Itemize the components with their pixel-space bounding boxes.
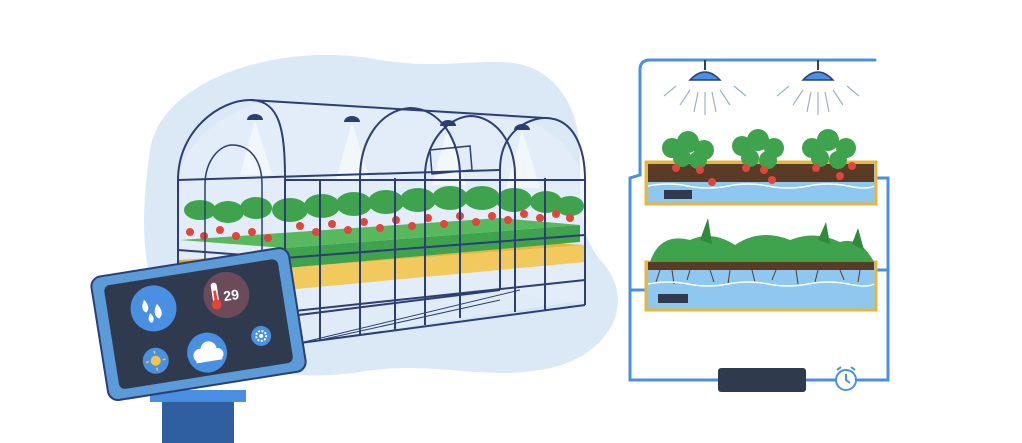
- sun-icon: [145, 350, 166, 371]
- rack-lamps: [663, 60, 860, 115]
- gear-icon: [255, 329, 268, 342]
- water-pipes: [628, 58, 890, 382]
- hydroponic-rack: [628, 58, 890, 392]
- water-drops-icon: [142, 299, 162, 323]
- strawberries: [186, 210, 574, 242]
- alarm-clock-icon: [835, 366, 857, 391]
- water-pump: [718, 368, 806, 392]
- weather-button[interactable]: [184, 330, 230, 376]
- plant-bed: [180, 218, 580, 248]
- strawberry-plants: [662, 129, 856, 186]
- temperature-button[interactable]: 29: [200, 269, 253, 322]
- thermometer-icon: [210, 282, 222, 310]
- sunlight-button[interactable]: [141, 346, 171, 376]
- lower-grow-tray: [644, 218, 878, 312]
- humidity-button[interactable]: [127, 282, 180, 335]
- cloud-icon: [193, 341, 224, 364]
- temperature-readout: 29: [222, 286, 240, 304]
- upper-grow-tray: [644, 129, 878, 206]
- control-tablet: 29: [90, 247, 307, 443]
- settings-button[interactable]: [250, 324, 273, 347]
- leafy-plants: [650, 218, 874, 262]
